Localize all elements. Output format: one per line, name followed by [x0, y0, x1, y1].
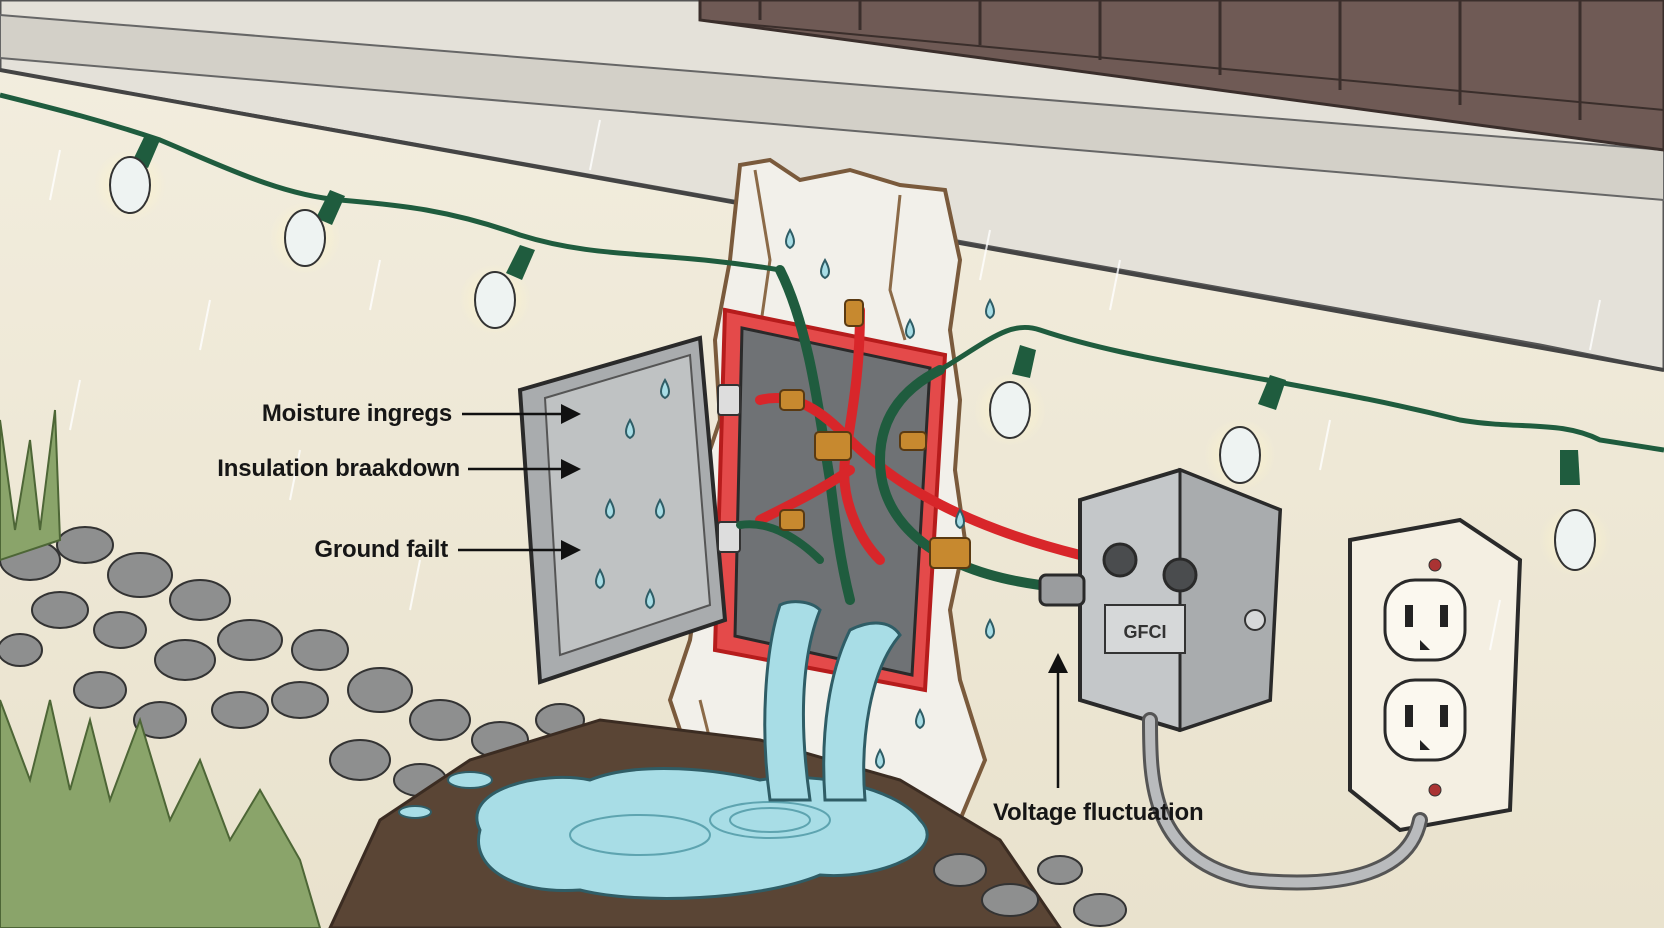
water-splash	[398, 805, 432, 819]
gfci-label: GFCI	[1124, 622, 1167, 642]
wire-connectors	[779, 299, 971, 569]
water-droplets	[595, 227, 995, 770]
water-puddle	[475, 766, 929, 900]
water-streams	[763, 600, 902, 802]
grass	[0, 409, 322, 928]
ground-fault-label: Ground failt	[314, 536, 448, 563]
moisture-ingress-label: Moisture ingregs	[261, 400, 452, 427]
insulation-breakdown-label: Insulation braakdown	[217, 455, 460, 482]
water-splash	[447, 771, 493, 789]
wall-outlet	[1348, 517, 1523, 833]
gravel-right	[933, 853, 1127, 927]
rain	[49, 119, 1601, 651]
gfci-box	[1038, 467, 1283, 733]
voltage-fluctuation-label: Voltage fluctuation	[993, 799, 1204, 826]
power-cable	[1142, 712, 1428, 891]
string-light-wire	[0, 92, 1664, 453]
junction-box-cover	[517, 335, 741, 685]
light-bulbs	[94, 135, 1611, 576]
water-ripples	[569, 801, 831, 856]
